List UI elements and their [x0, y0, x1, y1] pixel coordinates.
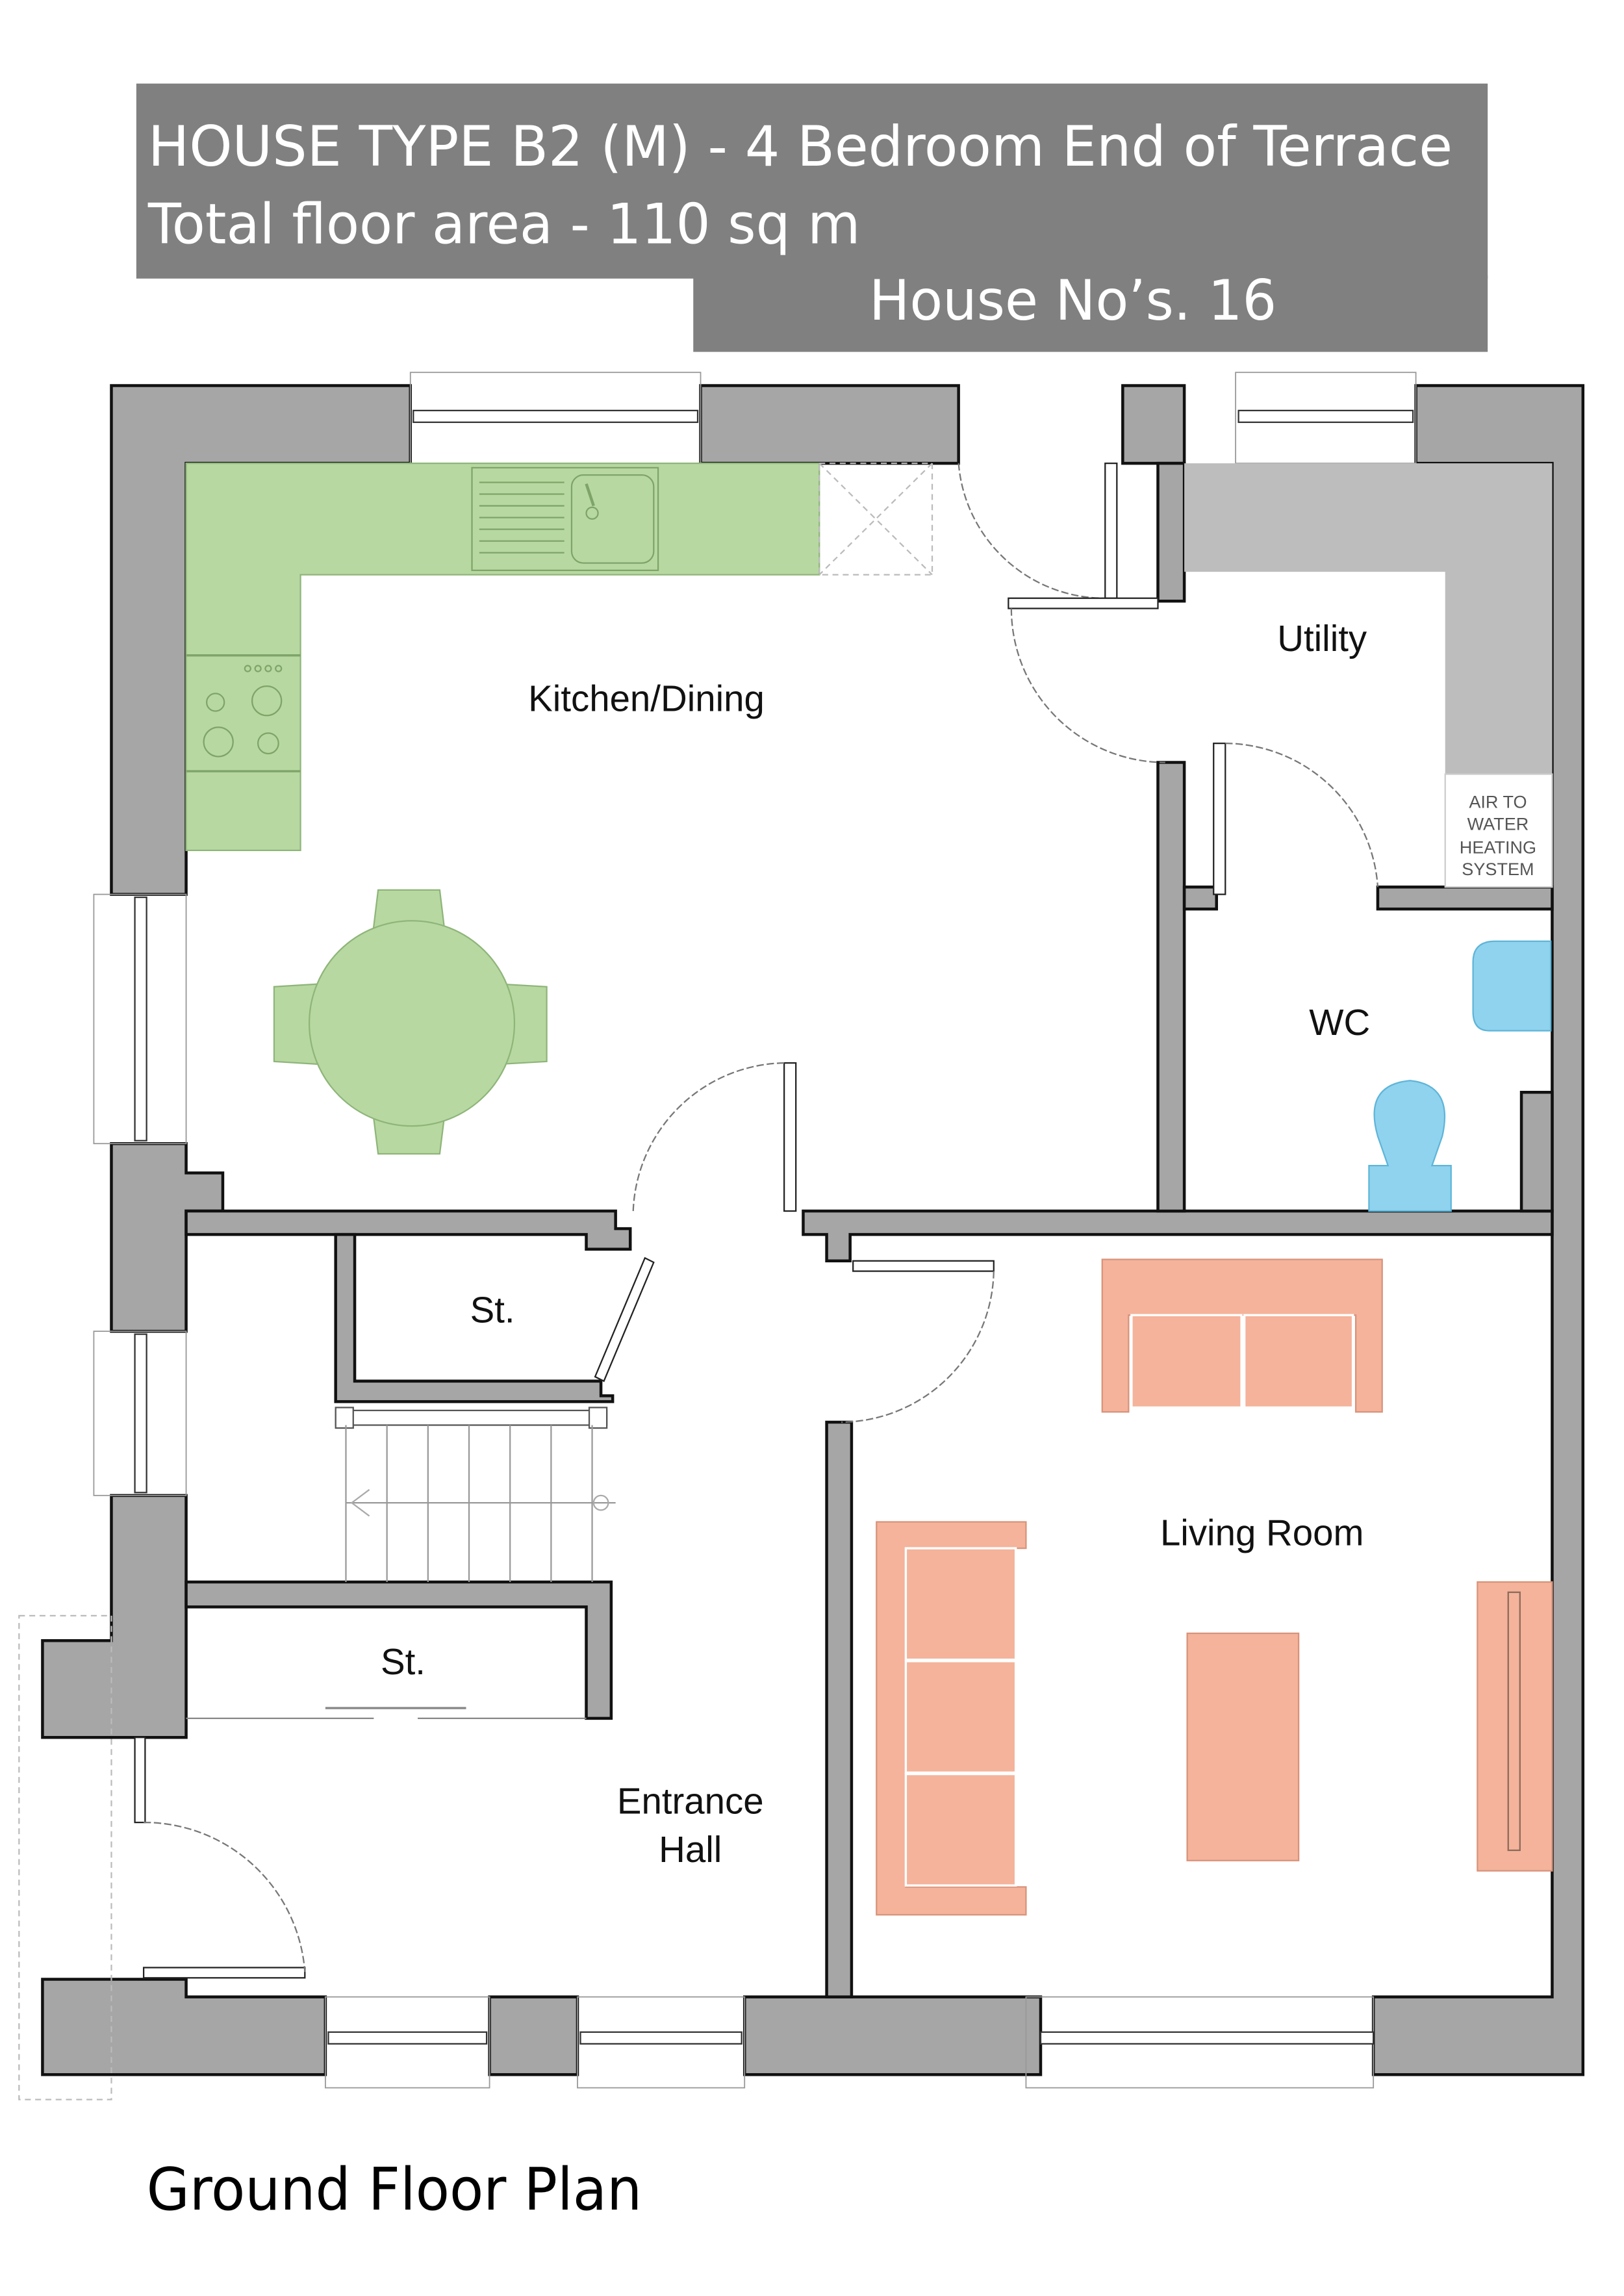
sofa-top	[1101, 1258, 1383, 1413]
wall-wc-north-stub	[1182, 886, 1218, 911]
porch-outline	[18, 1614, 112, 2100]
staircase	[335, 1407, 616, 1582]
label-wc: WC	[1309, 1002, 1370, 1043]
window-hall-bottom-2	[579, 2031, 742, 2045]
windows	[18, 372, 1417, 2100]
utility-door-leaf	[1008, 597, 1159, 609]
store-door-leaf	[594, 1256, 655, 1383]
wall-kitchen-south-right	[802, 1209, 1554, 1263]
window-utility	[1237, 409, 1414, 424]
doors	[134, 462, 1379, 1979]
toilet-icon	[1368, 1080, 1452, 1212]
living-door-leaf	[852, 1260, 995, 1272]
wall-bottom-center	[742, 1995, 1043, 2076]
house-numbers: House No’s. 16	[869, 268, 1276, 333]
house-type-title: HOUSE TYPE B2 (M) - 4 Bedroom End of Ter…	[148, 114, 1453, 179]
sofa-left-seat-2	[904, 1660, 1017, 1774]
tv-icon	[1507, 1591, 1521, 1852]
window-hall-left-frame	[93, 1331, 187, 1496]
wc-fixtures	[1368, 940, 1552, 1212]
heating-label-2: WATER	[1467, 813, 1529, 834]
dining-table	[273, 889, 548, 1155]
basin-icon	[1472, 940, 1552, 1032]
floor-area: Total floor area - 110 sq m	[147, 192, 861, 257]
heating-unit	[1444, 773, 1553, 888]
room-labels: Kitchen/Dining Utility WC St. St. Living…	[381, 618, 1370, 1870]
stair-start-icon	[592, 1494, 609, 1511]
wall-wc-north	[1376, 886, 1554, 911]
sofa-left-seat-3	[904, 1772, 1017, 1887]
window-living	[1039, 2031, 1375, 2045]
sink-bowl	[570, 474, 655, 564]
stair-handrail	[335, 1409, 608, 1426]
label-kitchen-dining: Kitchen/Dining	[528, 678, 765, 719]
wall-utility-west	[1156, 461, 1186, 603]
wall-kitchen-top-right	[699, 384, 960, 465]
wall-bottom-left	[41, 1978, 327, 2076]
wall-bottom-mid	[488, 1995, 579, 2076]
sofa-left	[876, 1521, 1027, 1916]
front-door-side-light	[134, 1737, 146, 1824]
plan-caption: Ground Floor Plan	[147, 2156, 642, 2224]
wall-wc-west	[1156, 761, 1186, 1213]
wall-left-mid	[110, 1142, 225, 1333]
front-door-swing	[144, 1821, 306, 1972]
window-hall-bottom-1	[327, 2031, 488, 2045]
kitchen-door-leaf	[783, 1062, 797, 1212]
label-living-room: Living Room	[1160, 1512, 1364, 1553]
title-block: HOUSE TYPE B2 (M) - 4 Bedroom End of Ter…	[136, 83, 1488, 352]
appliance-space	[818, 462, 933, 576]
window-hall-bottom-2-frame	[577, 1996, 746, 2089]
wall-hall-living	[825, 1420, 854, 1998]
hob-icon	[203, 665, 283, 758]
utility-worktop	[1184, 463, 1553, 774]
sofa-top-seat-2	[1243, 1314, 1354, 1409]
title-box-lower	[693, 275, 1488, 352]
living-door-swing	[841, 1271, 995, 1423]
front-door-leaf	[142, 1967, 306, 1979]
sofa-top-seat-1	[1130, 1314, 1243, 1409]
title-box-upper	[136, 83, 1488, 279]
sofa-left-seat-1	[904, 1547, 1017, 1661]
label-utility: Utility	[1277, 618, 1367, 659]
wall-store-upper	[334, 1232, 615, 1403]
back-door-swing	[958, 463, 1106, 599]
window-hall-left	[134, 1333, 147, 1494]
wall-wc-east-jog	[1519, 1090, 1554, 1213]
label-hall: Hall	[659, 1829, 722, 1870]
heating-label-1: AIR TO	[1469, 791, 1527, 811]
kitchen-units	[185, 462, 933, 852]
kitchen-door-swing	[632, 1062, 785, 1212]
wc-door-leaf	[1213, 743, 1226, 895]
wall-utility-top-left	[1121, 384, 1186, 465]
wc-door-swing	[1225, 743, 1379, 887]
back-door-leaf	[1104, 462, 1118, 599]
label-store-upper: St.	[470, 1290, 515, 1331]
window-kitchen	[412, 409, 699, 424]
utility-units: AIR TO WATER HEATING SYSTEM	[1184, 463, 1553, 888]
tv-unit	[1477, 1581, 1553, 1872]
heating-label-3: HEATING	[1460, 837, 1536, 857]
stair-arrow-icon	[350, 1488, 370, 1517]
utility-door-swing	[1010, 608, 1165, 763]
window-dining	[134, 896, 147, 1142]
heating-label-4: SYSTEM	[1462, 859, 1534, 879]
kitchen-worktop	[185, 462, 820, 852]
table-top	[308, 920, 516, 1127]
drainer-lines	[479, 481, 565, 554]
label-entrance: Entrance	[617, 1781, 764, 1822]
coffee-table	[1186, 1632, 1300, 1861]
label-store-lower: St.	[381, 1641, 425, 1682]
living-furniture	[876, 1258, 1553, 1916]
tap-icon	[585, 506, 599, 520]
internal-walls	[184, 461, 1554, 1998]
window-hall-bottom-1-frame	[325, 1996, 490, 2089]
sink-icon	[471, 466, 659, 571]
wall-kitchen-south-left	[184, 1209, 632, 1251]
window-dining-frame	[93, 893, 187, 1145]
